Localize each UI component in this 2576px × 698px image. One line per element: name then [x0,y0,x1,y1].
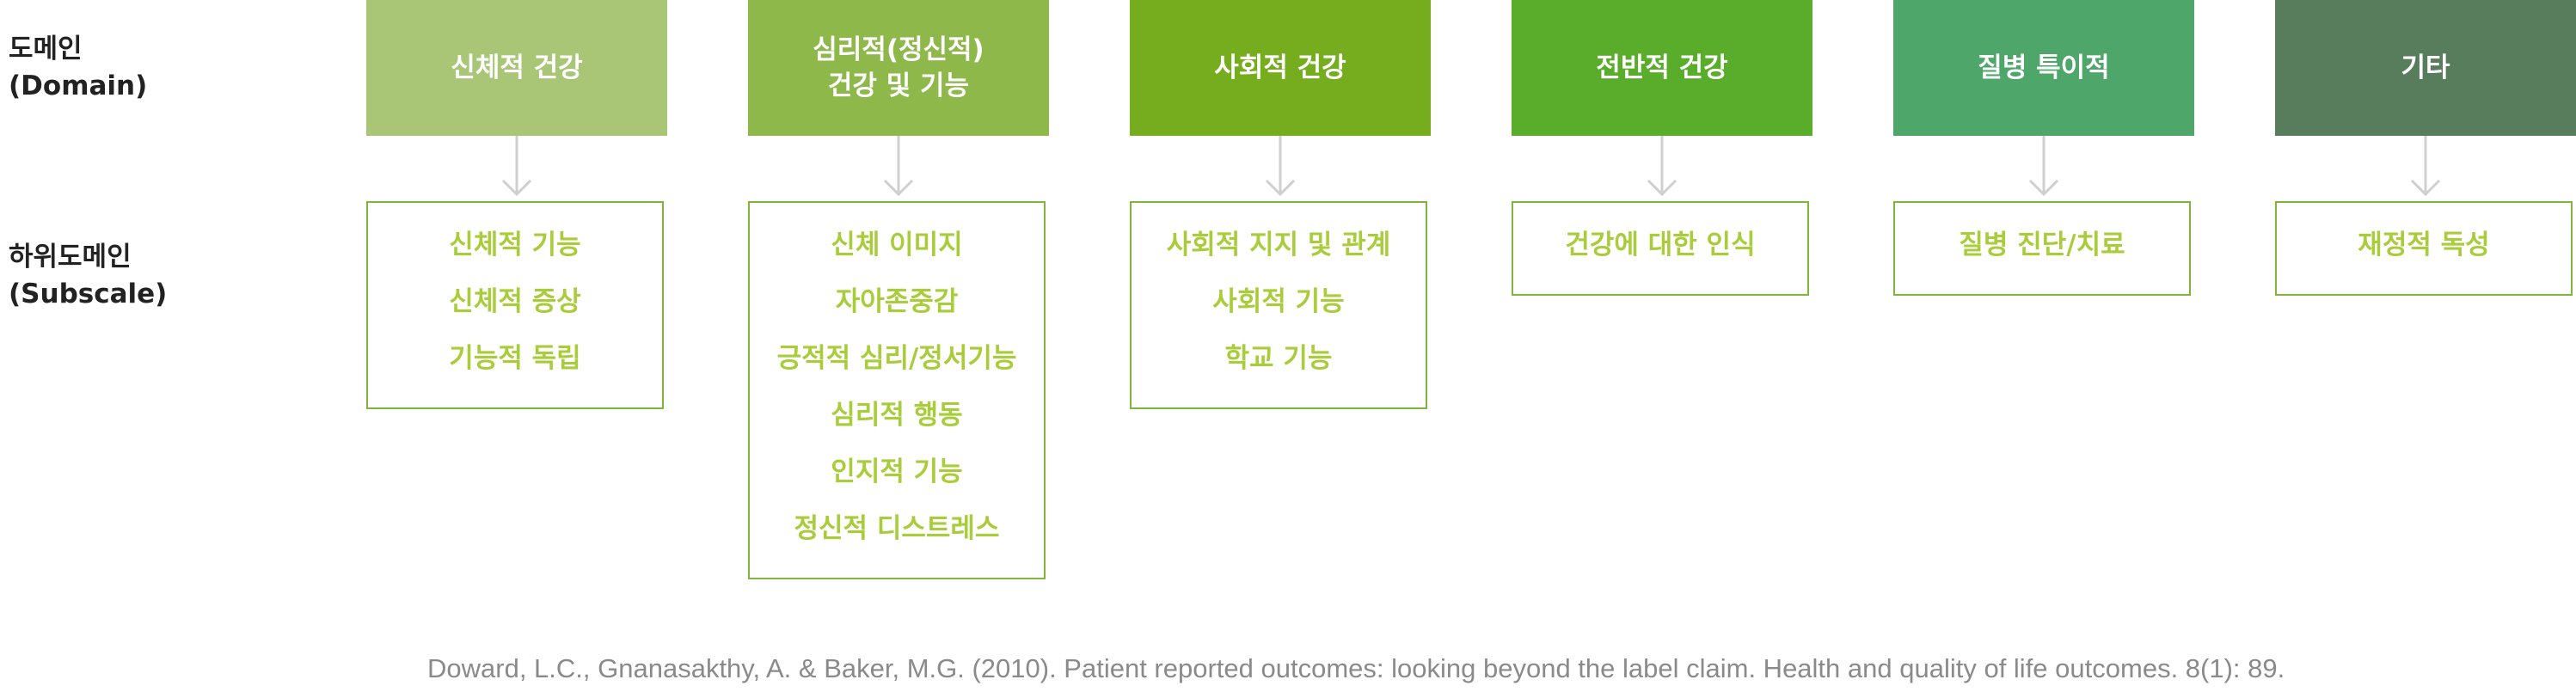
domain-box: 기타 [2275,0,2576,136]
domain-title: 전반적 건강 [1596,52,1728,83]
arrow-head [1647,179,1677,197]
subscale-item: 신체 이미지 [831,230,963,260]
arrow-head [2028,179,2059,197]
domain-box: 심리적(정신적) 건강 및 기능 [748,0,1049,136]
down-arrow-icon [2028,136,2059,197]
domain-box: 신체적 건강 [366,0,667,136]
citation: Doward, L.C., Gnanasakthy, A. & Baker, M… [427,653,2285,683]
domain-box: 전반적 건강 [1512,0,1812,136]
domain-title: 심리적(정신적) [813,34,984,65]
arrow-head [883,179,914,197]
subscale-item: 기능적 독립 [449,343,581,374]
domain-title: 기타 [2401,52,2450,83]
domain-row-label: 도메인 (Domain) [9,31,147,105]
subscale-item: 심리적 행동 [831,400,963,431]
subscale-item: 긍적적 심리/정서기능 [776,343,1017,374]
subscale-box: 질병 진단/치료 [1893,201,2191,296]
subscale-item: 정신적 디스트레스 [794,513,1000,544]
subscale-item: 학교 기능 [1224,343,1333,374]
domain-label-korean: 도메인 [9,34,83,64]
down-arrow-icon [883,136,914,197]
subscale-item: 질병 진단/치료 [1959,230,2125,260]
domain-box: 질병 특이적 [1893,0,2194,136]
subscale-item: 사회적 지지 및 관계 [1166,230,1391,260]
domain-title: 질병 특이적 [1978,52,2110,83]
domain-box: 사회적 건강 [1130,0,1431,136]
arrow-head [1265,179,1296,197]
subscale-item: 재정적 독성 [2358,230,2490,260]
subscale-item: 사회적 기능 [1212,286,1345,317]
down-arrow-icon [2410,136,2441,197]
subscale-item: 신체적 기능 [449,230,581,260]
subscale-box: 건강에 대한 인식 [1512,201,1809,296]
domain-title: 신체적 건강 [451,52,583,83]
subscale-item: 인지적 기능 [831,456,963,487]
domain-title: 사회적 건강 [1214,52,1346,83]
subscale-item: 신체적 증상 [449,286,581,317]
down-arrow-icon [1647,136,1677,197]
down-arrow-icon [1265,136,1296,197]
down-arrow-icon [501,136,532,197]
arrow-head [2410,179,2441,197]
arrow-head [501,179,532,197]
subscale-item: 건강에 대한 인식 [1565,230,1756,260]
subscale-label-korean: 하위도메인 [9,242,132,272]
domain-title: 건강 및 기능 [827,70,970,101]
subscale-row-label: 하위도메인 (Subscale) [9,239,167,313]
subscale-label-english: (Subscale) [9,279,168,309]
subscale-item: 자아존중감 [835,286,959,317]
subscale-box: 재정적 독성 [2275,201,2573,296]
domain-label-english: (Domain) [9,70,148,101]
